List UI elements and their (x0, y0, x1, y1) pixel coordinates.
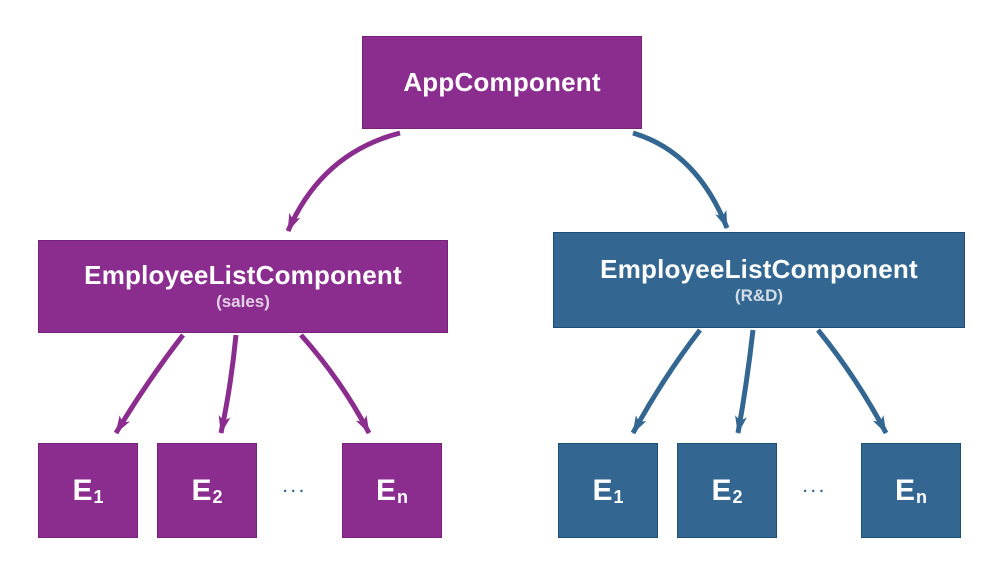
employee-label: E 2 (191, 474, 222, 508)
employee-subscript: 1 (93, 486, 104, 507)
app-component-node: AppComponent (362, 36, 642, 129)
employee-node-sales-en: E n (342, 443, 442, 538)
edge-sales-to-en (299, 333, 372, 435)
edge-root-to-rnd (632, 130, 730, 229)
employee-list-rnd-node: EmployeeListComponent (R&D) (553, 232, 965, 328)
employee-node-rnd-e2: E 2 (677, 443, 777, 538)
edge-rnd-to-e2 (735, 329, 756, 434)
employee-letter: E (711, 473, 732, 507)
employee-letter: E (375, 473, 396, 507)
employee-subscript: n (397, 486, 408, 507)
employee-label: E n (376, 474, 408, 508)
employee-label: E 2 (711, 474, 742, 508)
employee-subscript: 2 (212, 486, 223, 507)
edge-sales-to-e1 (113, 333, 185, 435)
employee-list-sales-node: EmployeeListComponent (sales) (38, 240, 448, 333)
employee-label: E 1 (72, 474, 103, 508)
employee-subscript: n (916, 486, 927, 507)
employee-list-sales-title: EmployeeListComponent (84, 260, 402, 291)
employee-subscript: 2 (732, 486, 743, 507)
edge-root-to-sales (285, 130, 401, 232)
employee-label: E 1 (592, 474, 623, 508)
edge-rnd-to-en (816, 328, 889, 435)
edge-rnd-to-e1 (630, 328, 702, 435)
employee-list-rnd-subtitle: (R&D) (734, 285, 784, 305)
employee-letter: E (191, 473, 212, 507)
employee-subscript: 1 (613, 486, 624, 507)
employee-label: E n (895, 474, 927, 508)
employee-node-sales-e2: E 2 (157, 443, 257, 538)
edge-sales-to-e2 (218, 334, 239, 434)
app-component-label: AppComponent (403, 67, 601, 97)
employee-list-rnd-title: EmployeeListComponent (600, 253, 918, 284)
employee-node-rnd-e1: E 1 (558, 443, 658, 538)
employee-letter: E (894, 473, 915, 507)
sales-ellipsis: ... (283, 479, 308, 496)
employee-letter: E (72, 473, 93, 507)
rnd-ellipsis: ... (803, 479, 828, 496)
employee-node-rnd-en: E n (861, 443, 961, 538)
employee-list-sales-subtitle: (sales) (216, 292, 270, 312)
employee-node-sales-e1: E 1 (38, 443, 138, 538)
employee-letter: E (592, 473, 613, 507)
